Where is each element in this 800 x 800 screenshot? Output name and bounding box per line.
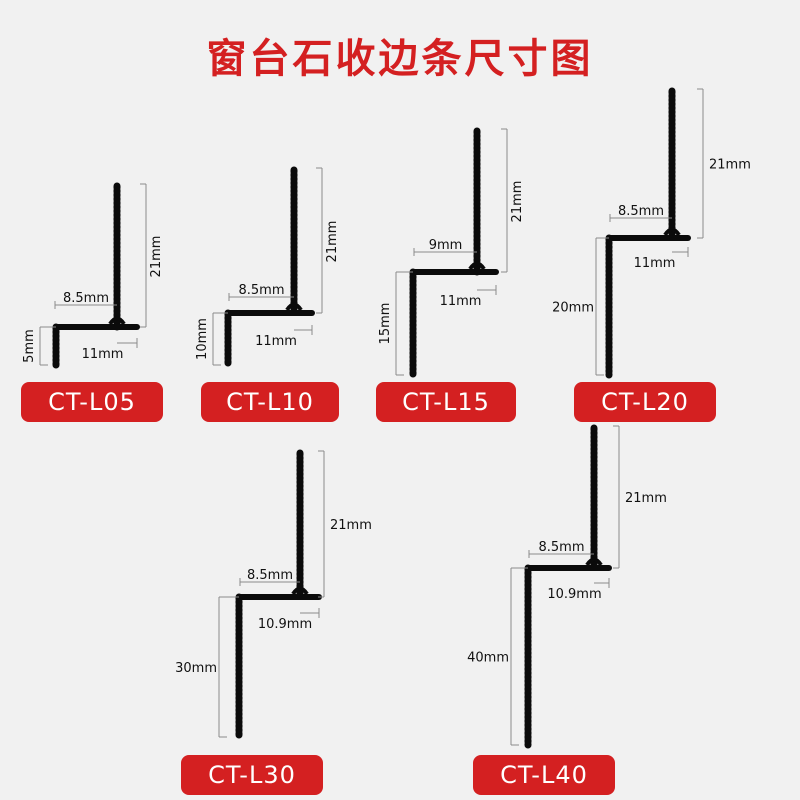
base-dimension-label: 11mm xyxy=(634,256,676,271)
profile-ct-l10 xyxy=(212,166,323,369)
profile-ct-l20 xyxy=(595,87,704,379)
height-dimension-label: 20mm xyxy=(552,301,594,316)
height-dimension-label: 15mm xyxy=(378,303,393,345)
profile-ct-l30 xyxy=(218,449,325,741)
base-dimension-label: 11mm xyxy=(255,334,297,349)
joint-curl xyxy=(108,316,126,326)
base-dimension-label: 11mm xyxy=(440,294,482,309)
base-dimension-label: 10.9mm xyxy=(547,587,601,602)
riser-dimension-label: 21mm xyxy=(325,221,340,263)
profile-ct-l40 xyxy=(510,424,620,749)
model-badge: CT-L10 xyxy=(201,382,339,422)
flange-dimension-label: 8.5mm xyxy=(618,204,664,219)
riser-dimension-label: 21mm xyxy=(709,158,751,173)
flange-dimension-label: 8.5mm xyxy=(63,291,109,306)
flange-dimension-label: 8.5mm xyxy=(238,283,284,298)
profile-ct-l15 xyxy=(395,127,508,379)
model-badge: CT-L05 xyxy=(21,382,163,422)
riser-dimension-label: 21mm xyxy=(149,236,164,278)
model-badge: CT-L40 xyxy=(473,755,615,795)
riser-dimension-label: 21mm xyxy=(510,181,525,223)
profile-ct-l05 xyxy=(39,182,147,369)
model-badge: CT-L30 xyxy=(181,755,323,795)
flange-dimension-label: 9mm xyxy=(429,238,463,253)
flange-dimension-label: 8.5mm xyxy=(538,540,584,555)
base-dimension-label: 11mm xyxy=(82,347,124,362)
model-badge: CT-L15 xyxy=(376,382,516,422)
height-dimension-label: 5mm xyxy=(22,329,37,363)
joint-curl xyxy=(285,302,303,312)
joint-curl xyxy=(291,586,309,596)
model-badge: CT-L20 xyxy=(574,382,716,422)
joint-curl xyxy=(585,557,603,567)
page-title: 窗台石收边条尺寸图 xyxy=(206,36,594,82)
height-dimension-label: 10mm xyxy=(195,318,210,360)
joint-curl xyxy=(468,261,486,271)
joint-curl xyxy=(663,227,681,237)
riser-dimension-label: 21mm xyxy=(625,491,667,506)
base-dimension-label: 10.9mm xyxy=(258,617,312,632)
flange-dimension-label: 8.5mm xyxy=(247,568,293,583)
riser-dimension-label: 21mm xyxy=(330,518,372,533)
height-dimension-label: 40mm xyxy=(467,651,509,666)
height-dimension-label: 30mm xyxy=(175,661,217,676)
